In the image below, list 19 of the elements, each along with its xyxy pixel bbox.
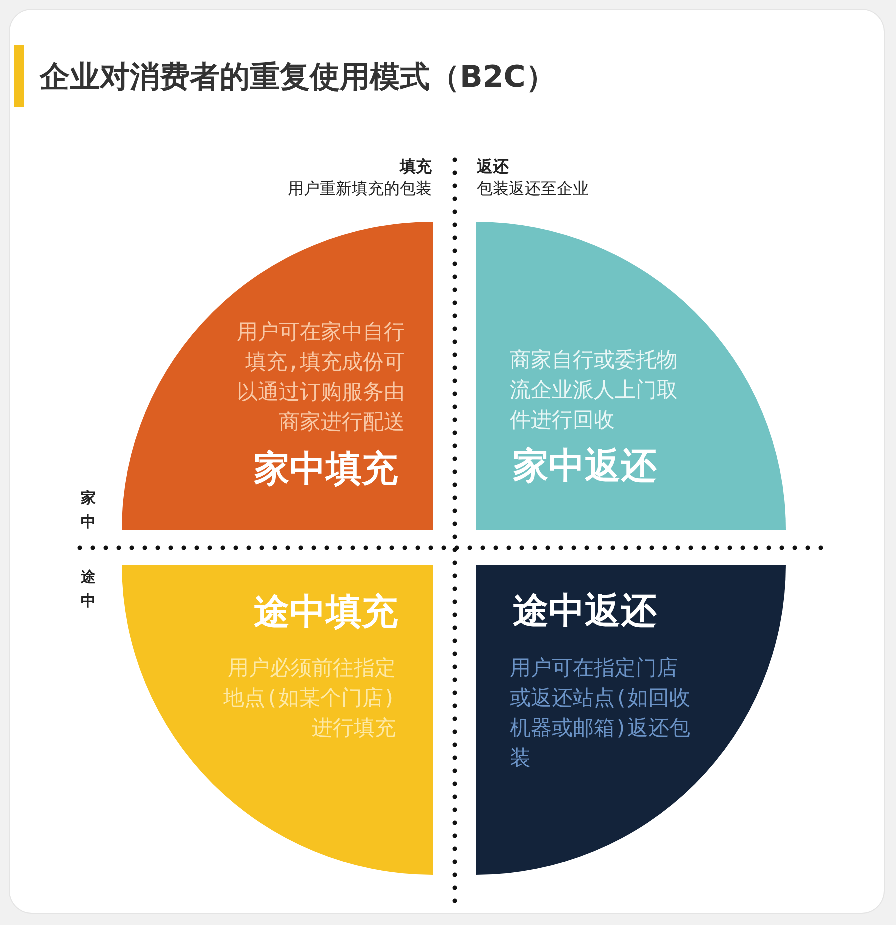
axis-label: 家中 <box>81 488 96 533</box>
quarter-circle-panel <box>122 222 433 530</box>
quarter-circle-panel <box>476 222 786 530</box>
axis-heading: 返还 <box>477 156 509 178</box>
quadrant-description: 用户可在家中自行填充,填充成份可以通过订购服务由商家进行配送 <box>236 319 405 436</box>
axis-description: 包装返还至企业 <box>477 178 589 200</box>
quadrant-description: 商家自行或委托物流企业派人上门取件进行回收 <box>510 347 679 434</box>
quadrant-title: 途中返还 <box>513 590 657 634</box>
quadrant-title: 家中返还 <box>513 445 657 489</box>
quadrant-description: 用户必须前往指定地点(如某个门店)进行填充 <box>222 655 396 742</box>
quarter-circle-panel <box>476 565 786 875</box>
quarter-circle-panel <box>122 565 433 875</box>
quadrant-description: 用户可在指定门店或返还站点(如回收机器或邮箱)返还包装 <box>510 655 692 772</box>
quadrant-title: 途中填充 <box>254 591 398 635</box>
quadrant-title: 家中填充 <box>254 448 398 492</box>
diagram-title: 企业对消费者的重复使用模式（B2C） <box>40 59 556 97</box>
axis-description: 用户重新填充的包装 <box>288 178 432 200</box>
axis-label: 途中 <box>81 567 96 612</box>
axis-heading: 填充 <box>400 156 432 178</box>
